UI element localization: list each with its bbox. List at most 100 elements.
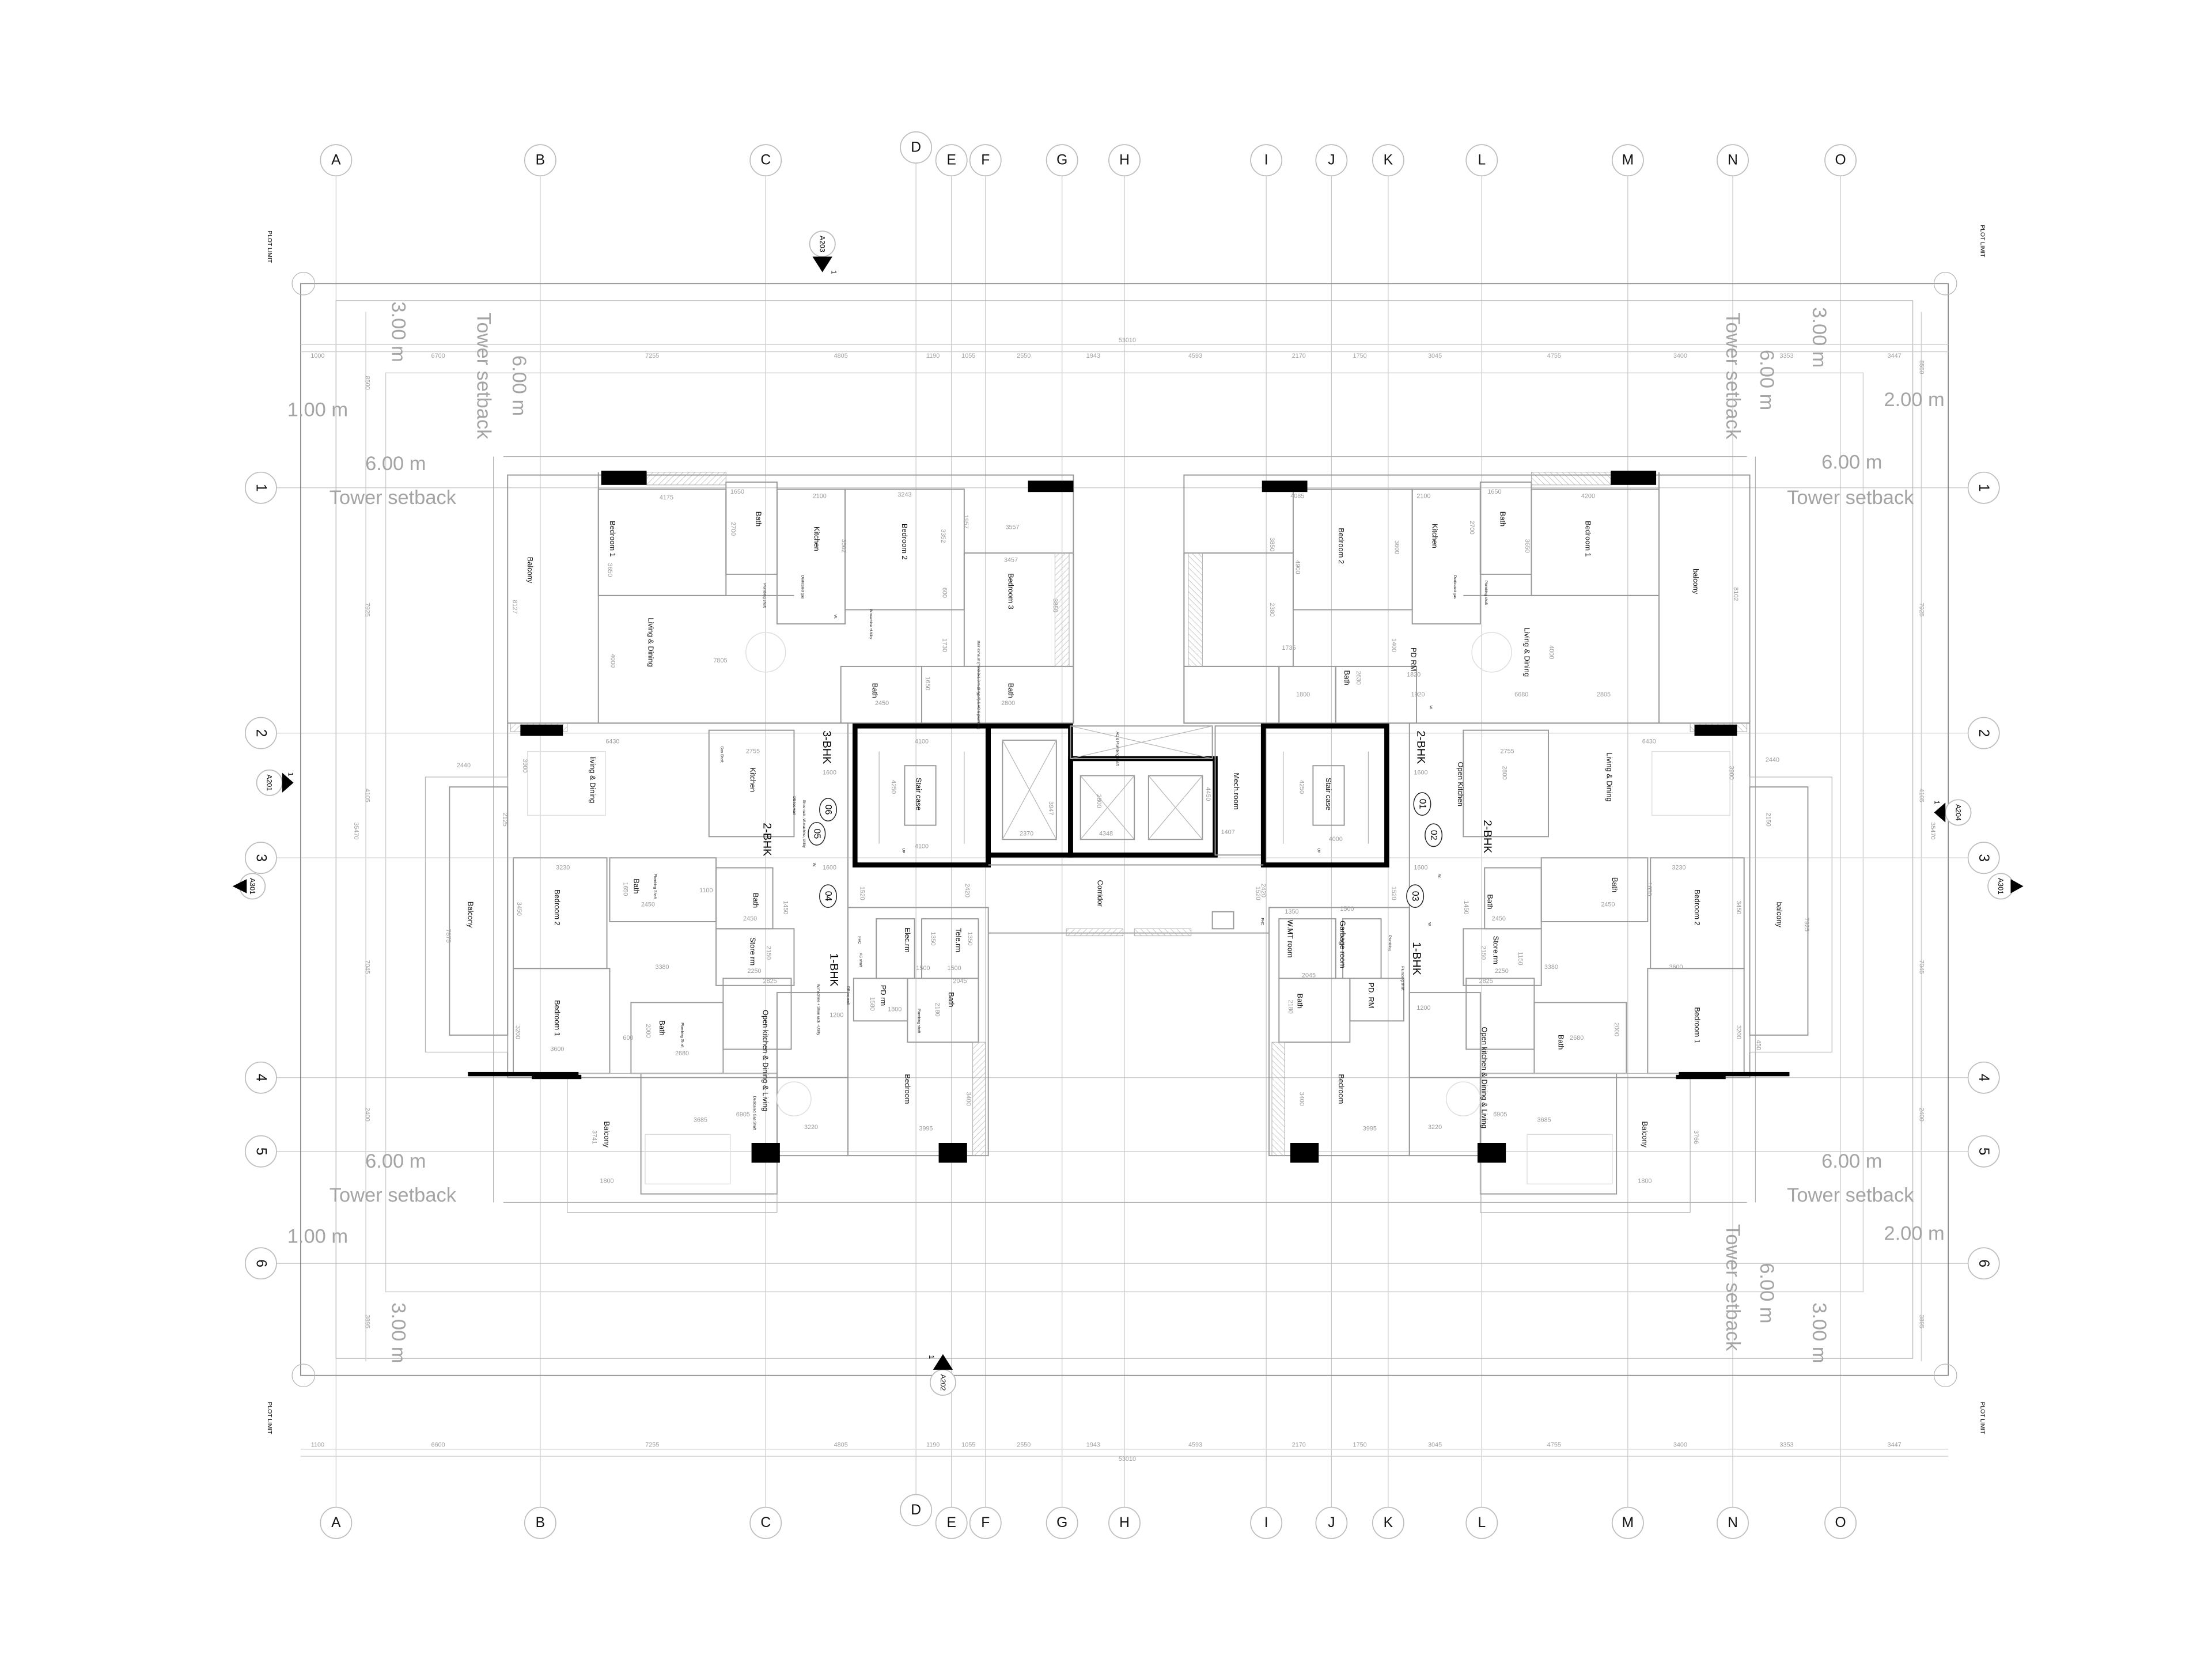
room-dimension: 1957 [962,515,969,529]
room-dimension: 2150 [1480,946,1487,960]
room-dimension: 1450 [782,900,789,914]
room-dimension: 1800 [600,1177,613,1184]
unit-number: 02 [1429,830,1438,840]
room-label: Stair case [915,778,923,810]
setback-label: 3.00 m [388,301,410,362]
grid-label-left: 5 [253,1147,268,1156]
dimension-bottom: 4593 [1188,1441,1202,1448]
plot-boundary [291,272,1957,1457]
dimension-right: 2400 [1918,1108,1925,1122]
room-label: Bath [1557,1035,1566,1050]
room-dimension: 2100 [813,493,827,500]
dimension-right: 7045 [1918,960,1925,974]
grid-bubble [900,1494,933,1527]
room-dimension: 1735 [1282,645,1296,652]
room-dimension: 2420 [964,884,971,897]
grid-bubble [244,1061,277,1094]
unit-type-label: 2-BHK [761,823,774,856]
room-label: Living & Dining [1605,752,1613,801]
room-dimension: 2420 [1260,884,1267,897]
room-label: Elec.rm [903,927,912,952]
room-label: Bedroom 1 [1584,521,1592,557]
room-dimension: 7875 [445,929,452,943]
annotation-note: W. [1437,874,1441,878]
room-dimension: 1600 [1414,770,1427,777]
room-dimension: 1150 [1517,952,1524,965]
room-label: Living & Dining [646,618,655,666]
unit-number-badge [1406,884,1425,908]
room-dimension: 1650 [730,488,744,495]
room-dimension: 4250 [1298,780,1305,794]
annotation-note: W. [1429,706,1433,710]
grid-bubble [1967,1247,2000,1280]
room-dimension: 4450 [1205,787,1211,801]
grid-label-top: N [1728,153,1738,168]
room-dimension: 2700 [730,522,737,536]
room-dimension: 3900 [521,759,528,772]
grid-label-left: 1 [253,484,268,492]
room-dimension: 1350 [1285,908,1298,915]
room-dimension: 2700 [1468,521,1475,535]
room-dimension: 1200 [1416,1005,1430,1012]
grid-label-right: 1 [1976,484,1991,492]
room-dimension: 3650 [606,563,613,577]
dimension-left: 4105 [364,789,371,802]
room-label: Open kitchen & Dining & Living [1480,1027,1489,1128]
grid-label-bottom: J [1328,1515,1335,1531]
dimension-right: 8550 [1918,360,1925,374]
grid-label-bottom: K [1384,1515,1393,1531]
room-label: Bedroom 2 [553,889,562,926]
room-dimension: 3766 [1692,1130,1699,1144]
dimension-left: 8500 [364,376,371,390]
room-dimension: 1650 [622,882,629,896]
dimension-right: 4105 [1918,789,1925,802]
room-dimension: 4348 [1099,830,1113,837]
room-label: Bedroom 2 [1337,528,1346,564]
grid-label-top: H [1119,153,1130,168]
grid-bubble [1717,1506,1749,1539]
dimension-bottom: 2170 [1292,1441,1306,1448]
dimension-left: 7925 [364,603,371,616]
setback-label: Tower setback [1722,312,1744,440]
room-dimension: 3243 [897,491,911,498]
dimension-left: 7045 [364,960,371,974]
room-dimension: 3220 [1428,1124,1442,1131]
room-dimension: 2100 [1416,493,1430,500]
room-dimension: 1820 [1407,672,1421,679]
room-dimension: 3230 [556,864,570,871]
room-label: Mech.room [1232,773,1241,810]
room-dimension: 3650 [1524,539,1531,553]
grid-label-left: 2 [253,729,268,737]
room-dimension: 2450 [1492,915,1506,922]
grid-bubble [1372,144,1404,177]
unit-number: 05 [812,828,821,839]
room-label: Bath [632,878,641,893]
room-label: PD RM [1410,647,1418,671]
grid-label-top: G [1056,153,1067,168]
unit-type-label: 1-BHK [827,953,840,987]
room-dimension: 1800 [1296,691,1310,698]
grid-bubble [1250,1506,1283,1539]
room-dimension: 1100 [699,887,713,894]
room-dimension: 2825 [1479,978,1493,984]
grid-bubble [969,144,1002,177]
setback-label: 6.00 m [365,1150,426,1172]
dimension-top: 1055 [961,353,975,359]
room-dimension: 3947 [1047,801,1054,815]
grid-bubble [320,1506,353,1539]
room-dimension: 6905 [1493,1111,1507,1118]
setback-label: 6.00 m [1821,451,1882,473]
annotation-note: stair exhaust (min0.8x1.0 m @ typ.fl) & … [976,641,980,730]
room-dimension: 3900 [1728,766,1735,779]
room-dimension: 1650 [1487,488,1501,495]
room-dimension: 3685 [1537,1117,1551,1124]
room-dimension: 3400 [1298,1092,1305,1106]
room-dimension: 2150 [765,946,772,960]
grid-bubble [1315,144,1348,177]
room-label: Kitchen [749,768,757,793]
grid-bubble [1372,1506,1404,1539]
grid-bubble [1824,144,1857,177]
grid-bubble [935,1506,968,1539]
setback-label: 6.00 m [1821,1150,1882,1172]
grid-label-top: O [1835,153,1846,168]
